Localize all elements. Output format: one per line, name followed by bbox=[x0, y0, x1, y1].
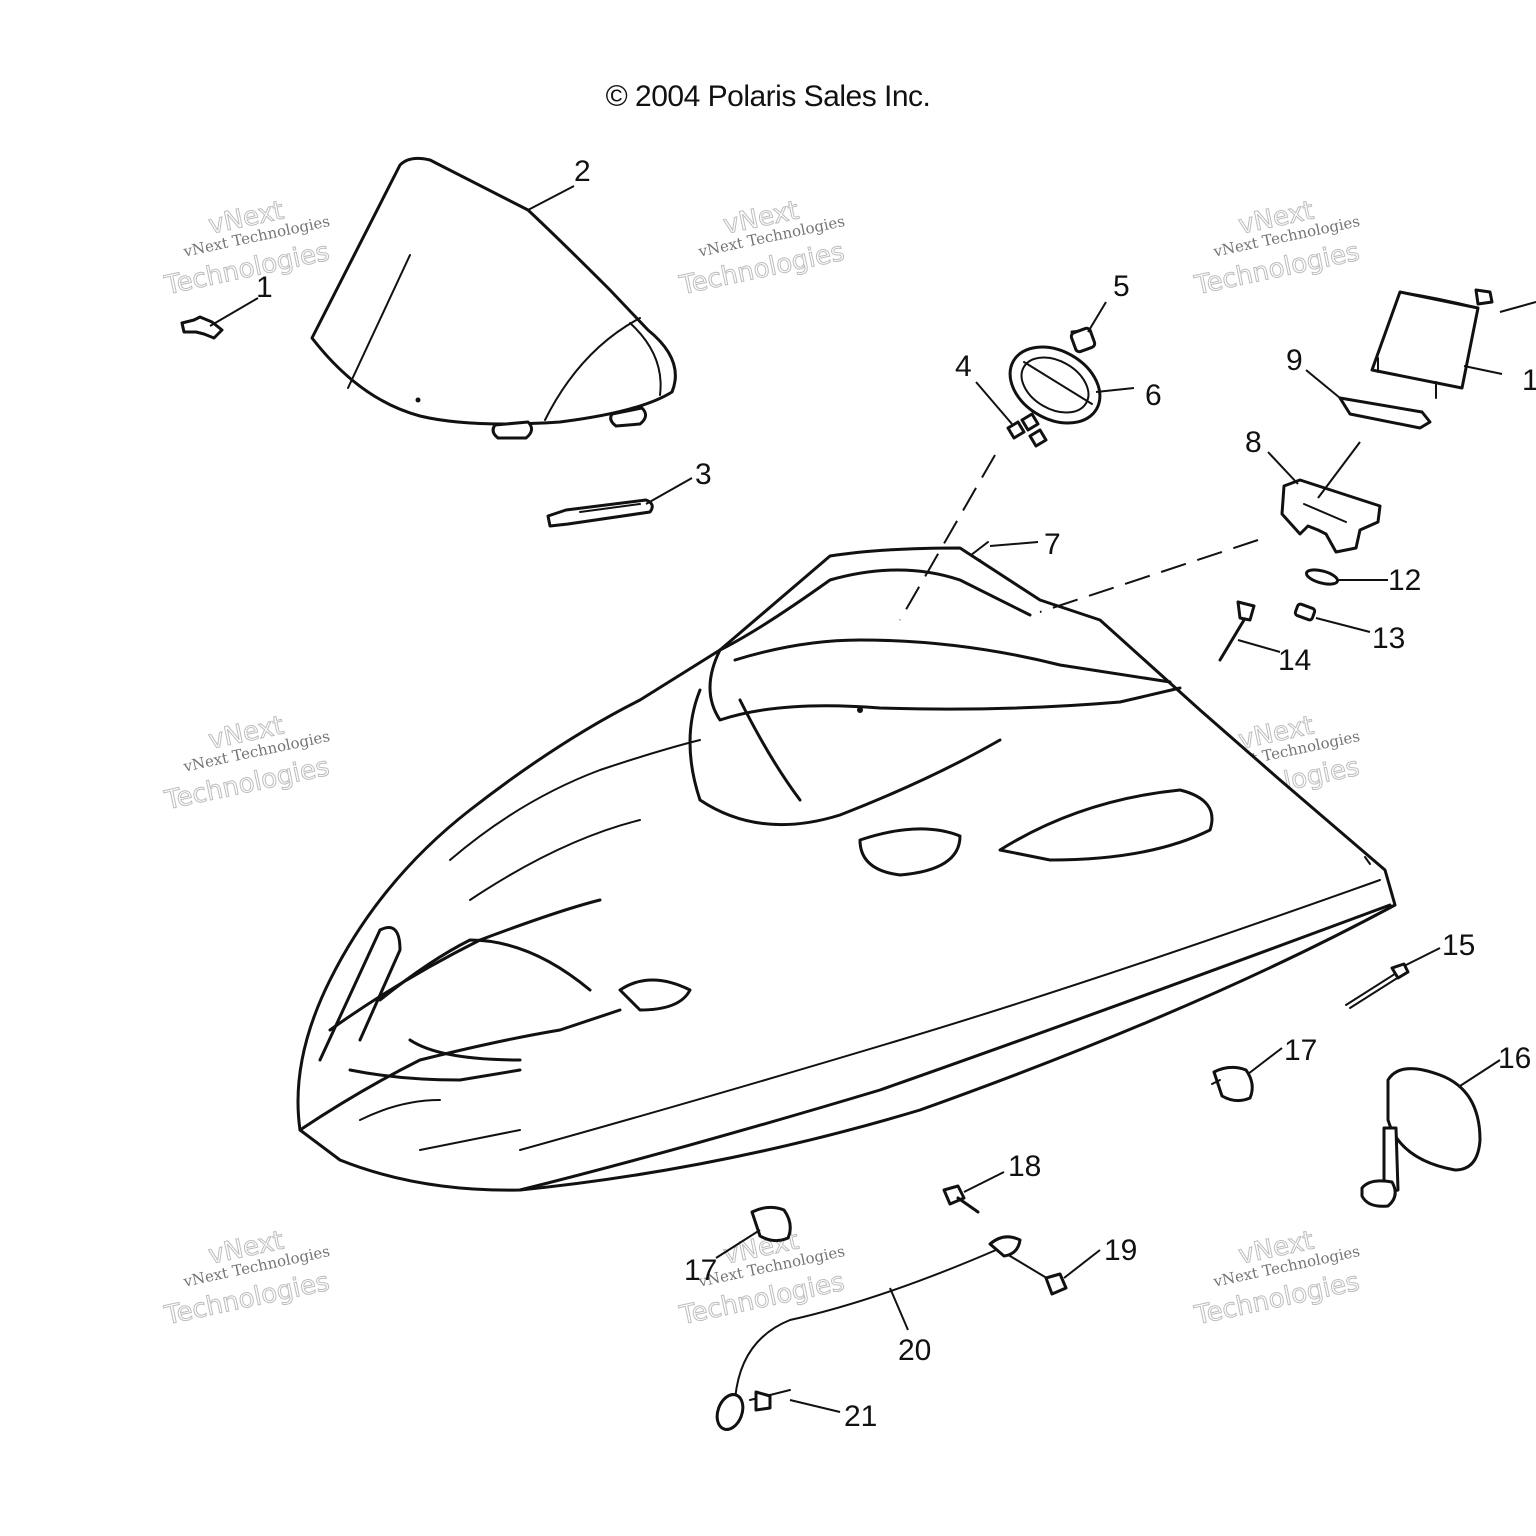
callout-label: 15 bbox=[1442, 929, 1475, 962]
screw-part bbox=[180, 315, 224, 340]
callout-label: 1 bbox=[256, 271, 273, 304]
callout-label: 4 bbox=[955, 350, 972, 383]
callout-label: 17 bbox=[684, 1254, 717, 1287]
hood-part bbox=[296, 546, 1397, 1192]
watermark: vNext Technologies vNext Technologies bbox=[161, 1225, 333, 1332]
callout-label: 13 bbox=[1372, 622, 1405, 655]
callout-label: 12 bbox=[1388, 564, 1421, 597]
clip-part bbox=[1211, 1065, 1254, 1103]
pin-part bbox=[1345, 962, 1410, 1009]
assembly-line bbox=[1039, 539, 1259, 613]
assembly-line bbox=[899, 454, 996, 621]
assembly-line bbox=[1317, 441, 1361, 499]
small-hardware bbox=[1218, 568, 1340, 662]
tether-assembly bbox=[715, 1184, 1068, 1431]
callout-label: 17 bbox=[1284, 1034, 1317, 1067]
watermark: vNext Technologies vNext Technologies bbox=[1191, 195, 1363, 302]
leader-lines bbox=[209, 185, 1536, 1413]
callout-label: 3 bbox=[695, 458, 712, 491]
copyright-notice: © 2004 Polaris Sales Inc. bbox=[605, 80, 931, 113]
watermark: vNext Technologies vNext Technologies bbox=[676, 195, 848, 302]
callout-label: 16 bbox=[1498, 1042, 1531, 1075]
callout-label: 7 bbox=[1044, 528, 1061, 561]
watermark: vNext Technologies vNext Technologies bbox=[161, 710, 333, 817]
callout-label: 6 bbox=[1145, 379, 1162, 412]
panel-parts bbox=[1280, 288, 1494, 554]
callout-label: 14 bbox=[1278, 644, 1311, 677]
callout-label: 5 bbox=[1113, 270, 1130, 303]
windshield-part bbox=[310, 156, 677, 440]
gauge-assembly bbox=[1006, 326, 1102, 448]
callout-label: 2 bbox=[574, 155, 591, 188]
mirror-part bbox=[1360, 1067, 1482, 1208]
watermark: vNext Technologies vNext Technologies bbox=[161, 195, 333, 302]
callout-label: 9 bbox=[1286, 344, 1303, 377]
callout-label: 8 bbox=[1245, 426, 1262, 459]
clip-part bbox=[750, 1205, 792, 1243]
callout-label: 1 bbox=[1522, 364, 1536, 397]
bracket-part bbox=[546, 498, 654, 528]
callout-label: 19 bbox=[1104, 1234, 1137, 1267]
callout-label: 21 bbox=[844, 1400, 877, 1433]
callout-label: 18 bbox=[1008, 1150, 1041, 1183]
watermark: vNext Technologies vNext Technologies bbox=[1191, 1225, 1363, 1332]
callout-labels: 1 2 3 4 5 6 1 9 8 7 12 13 14 15 17 16 18… bbox=[256, 155, 1536, 1433]
callout-label: 20 bbox=[898, 1334, 931, 1367]
